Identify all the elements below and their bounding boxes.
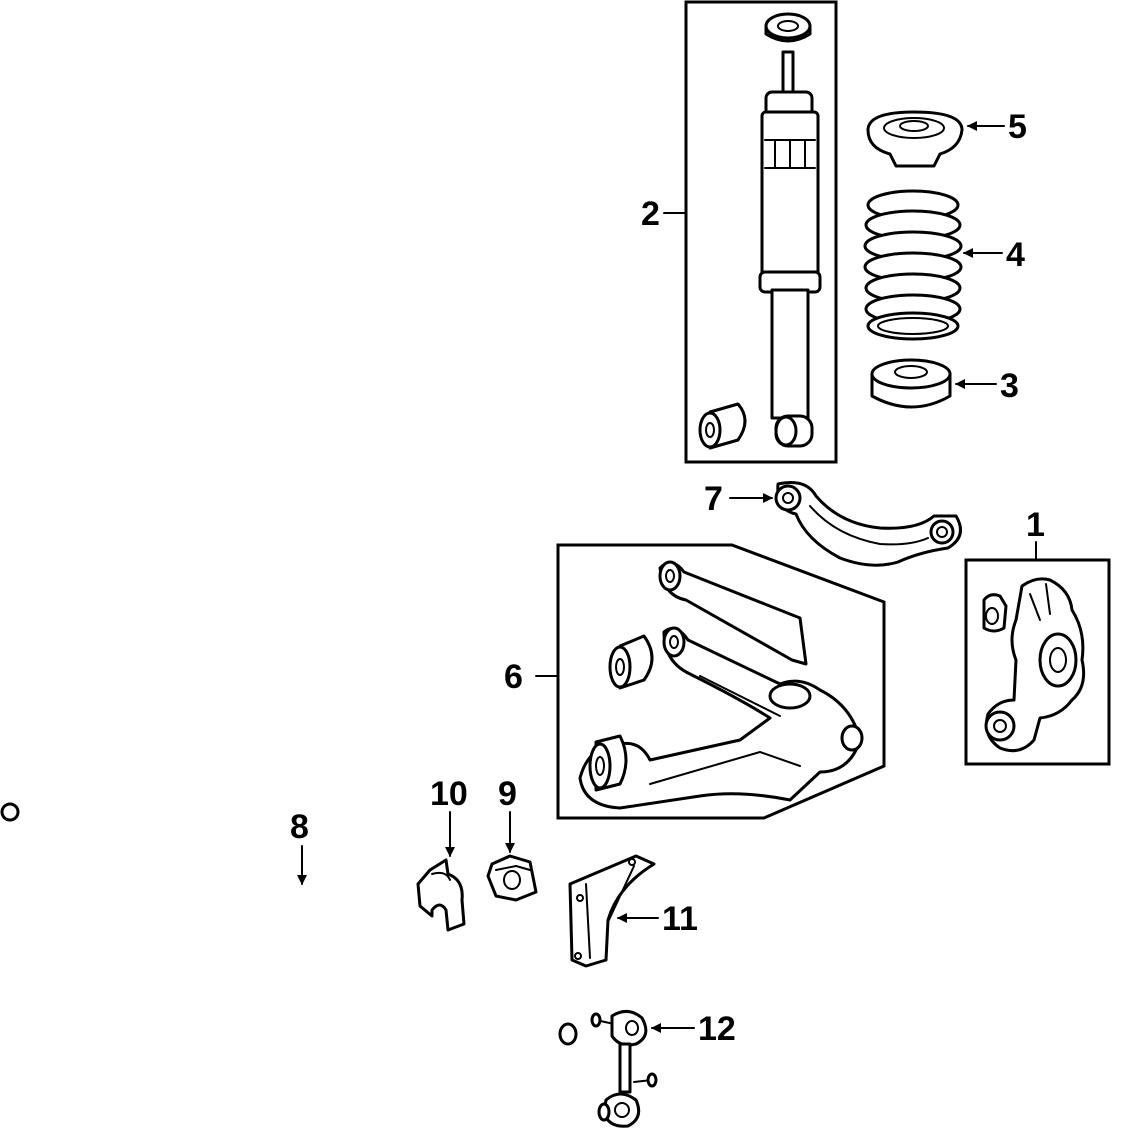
callout-4: 4 (963, 236, 1025, 274)
lower-control-arm-box (556, 543, 886, 820)
callout-7: 7 (704, 480, 773, 518)
callout-8: 8 (290, 808, 309, 885)
knuckle-box (964, 558, 1111, 766)
stabilizer-link (590, 1010, 658, 1128)
callout-5: 5 (967, 108, 1027, 146)
callout-12-label: 12 (698, 1010, 736, 1048)
spring-lower-seat (870, 358, 952, 409)
callout-5-label: 5 (1008, 108, 1027, 146)
callout-1-label: 1 (1026, 506, 1045, 544)
stabilizer-bushing (486, 854, 538, 902)
mounting-bracket (568, 854, 656, 968)
callout-10: 10 (430, 775, 468, 857)
callout-11: 11 (617, 900, 698, 938)
callout-10-label: 10 (430, 775, 468, 813)
stabilizer-bracket (416, 858, 466, 932)
callout-4-label: 4 (1006, 236, 1025, 274)
shock-absorber-group (684, 0, 838, 464)
callout-7-label: 7 (704, 480, 723, 518)
stabilizer-bar (0, 802, 578, 1066)
callout-6: 6 (504, 658, 559, 696)
callout-3-label: 3 (1000, 367, 1019, 405)
knuckle-group (964, 558, 1111, 766)
upper-control-arm (774, 481, 962, 567)
spring-upper-seat (866, 110, 964, 168)
callout-2: 2 (641, 195, 687, 233)
coil-spring (863, 189, 963, 341)
lower-control-arm-group (556, 543, 886, 820)
callout-3: 3 (955, 367, 1019, 405)
callout-1: 1 (1026, 506, 1045, 561)
callout-11-label: 11 (662, 900, 698, 938)
callout-6-label: 6 (504, 658, 523, 696)
callout-2-label: 2 (641, 195, 660, 233)
callout-8-label: 8 (290, 808, 309, 846)
shock-absorber-box (684, 0, 838, 464)
callout-9-label: 9 (498, 775, 517, 813)
callout-12: 12 (651, 1010, 736, 1048)
callout-9: 9 (498, 775, 517, 853)
